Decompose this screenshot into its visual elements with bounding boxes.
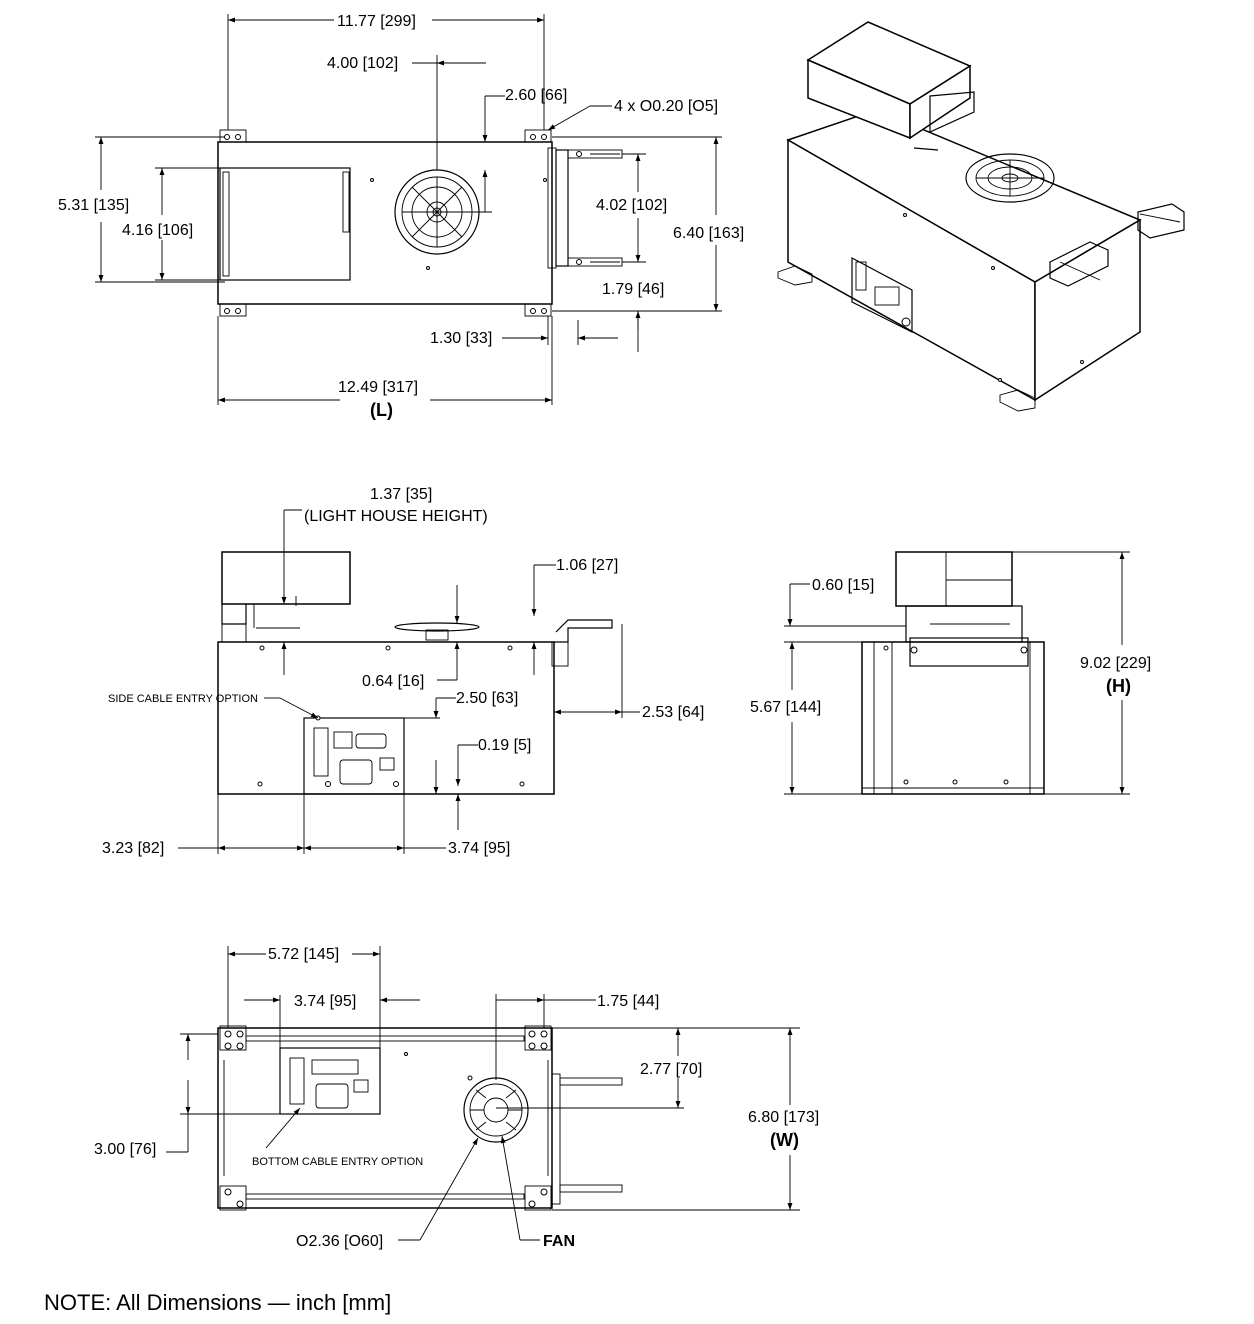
dim-bottom-fan-y: 2.77 [70] bbox=[640, 1061, 702, 1078]
dim-panel-offset: 0.19 [5] bbox=[478, 737, 531, 754]
dim-handle-span: 4.02 [102] bbox=[596, 197, 667, 214]
dimensions-note: NOTE: All Dimensions — inch [mm] bbox=[44, 1290, 391, 1315]
dim-fan-dia: O2.36 [O60] bbox=[296, 1233, 383, 1250]
top-view: 11.77 [299] 4.00 [102] 2.60 [66] 4 x O0.… bbox=[58, 13, 744, 420]
dim-fan-y: 2.60 [66] bbox=[505, 87, 567, 104]
dim-fan-center: 5.72 [145] bbox=[268, 946, 339, 963]
isometric-view bbox=[777, 21, 1185, 412]
dim-height-inner: 4.16 [106] bbox=[122, 222, 193, 239]
dim-panel-left: 3.23 [82] bbox=[102, 840, 164, 857]
dim-bottom-panel-width: 3.74 [95] bbox=[294, 993, 356, 1010]
dim-fan-edge: 1.75 [44] bbox=[597, 993, 659, 1010]
light-house-caption: (LIGHT HOUSE HEIGHT) bbox=[304, 508, 488, 525]
dim-fan-height: 0.64 [16] bbox=[362, 673, 424, 690]
dim-handle-offset: 1.79 [46] bbox=[602, 281, 664, 298]
dim-panel-height: 2.50 [63] bbox=[456, 690, 518, 707]
bottom-cable-label: BOTTOM CABLE ENTRY OPTION bbox=[252, 1156, 423, 1168]
dim-width: 6.40 [163] bbox=[673, 225, 744, 242]
label-length: (L) bbox=[370, 400, 393, 420]
label-width: (W) bbox=[770, 1130, 799, 1150]
bottom-view: 5.72 [145] 3.74 [95] 1.75 [44] 2.77 [70]… bbox=[94, 946, 819, 1250]
dim-panel-width: 3.74 [95] bbox=[448, 840, 510, 857]
dim-handle-reach: 2.53 [64] bbox=[642, 704, 704, 721]
fan-label: FAN bbox=[543, 1233, 575, 1250]
dim-overall-mount: 11.77 [299] bbox=[337, 13, 416, 30]
iso-fan-icon bbox=[965, 153, 1055, 203]
dim-fan-x: 4.00 [102] bbox=[327, 55, 398, 72]
dim-length: 12.49 [317] bbox=[338, 379, 418, 396]
dim-top: 0.60 [15] bbox=[812, 577, 874, 594]
end-view: 0.60 [15] 5.67 [144] 9.02 [229] (H) bbox=[750, 551, 1151, 795]
dim-bottom-width: 6.80 [173] bbox=[748, 1109, 819, 1126]
dim-body-height: 5.67 [144] bbox=[750, 699, 821, 716]
dim-handle-depth: 1.30 [33] bbox=[430, 330, 492, 347]
dim-holes: 4 x O0.20 [O5] bbox=[614, 98, 718, 115]
dim-bottom-panel-y: 3.00 [76] bbox=[94, 1141, 156, 1158]
dim-height-outer: 5.31 [135] bbox=[58, 197, 129, 214]
label-height: (H) bbox=[1106, 676, 1131, 696]
dim-total-height: 9.02 [229] bbox=[1080, 655, 1151, 672]
side-cable-label: SIDE CABLE ENTRY OPTION bbox=[108, 693, 258, 705]
dim-handle-height: 1.06 [27] bbox=[556, 557, 618, 574]
dim-light-house: 1.37 [35] bbox=[370, 486, 432, 503]
side-view: 1.37 [35] (LIGHT HOUSE HEIGHT) 1.06 [27]… bbox=[102, 486, 704, 857]
